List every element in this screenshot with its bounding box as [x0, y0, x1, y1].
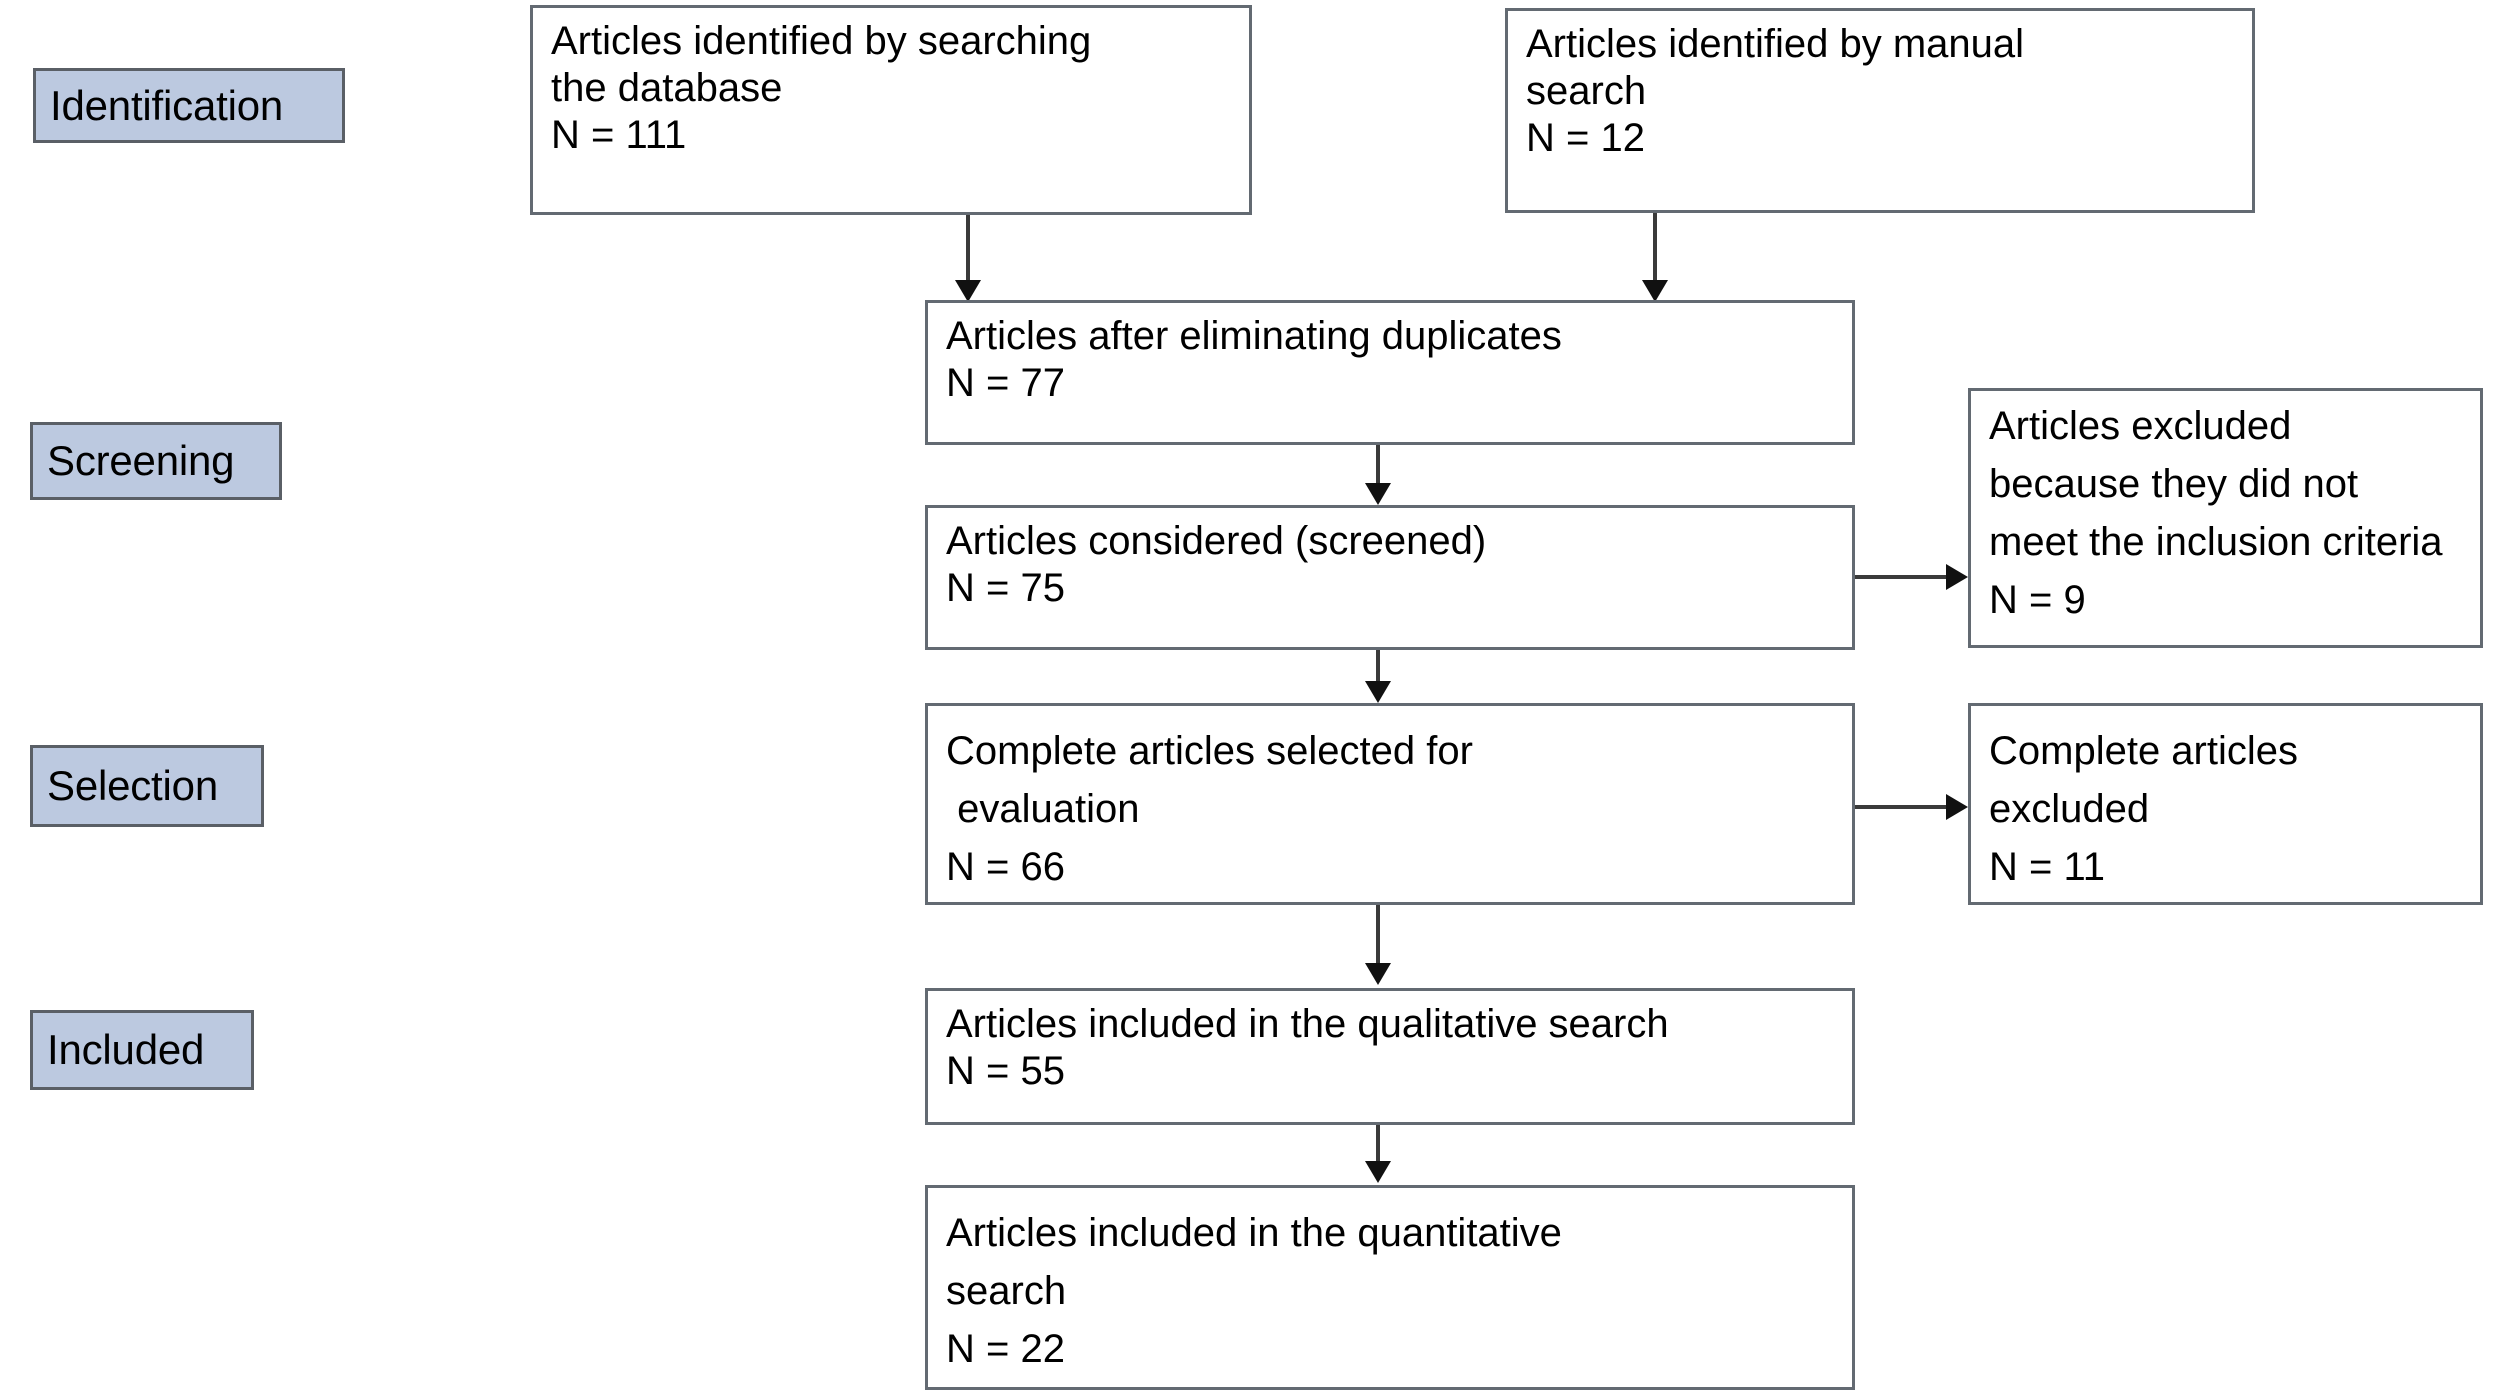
stage-label-selection: Selection	[30, 745, 264, 827]
box-qualitative: Articles included in the qualitative sea…	[925, 988, 1855, 1125]
box-full-text-excluded: Complete articles excluded N = 11	[1968, 703, 2483, 905]
box-full-text-assessed-line-1: Complete articles selected for	[946, 729, 1473, 773]
box-screened-count: N = 75	[946, 565, 1065, 610]
arrowhead-fulltext-to-excluded	[1946, 794, 1968, 820]
connector-qualitative-to-quantitative	[1376, 1125, 1380, 1163]
box-identified-manual-line-1: Articles identified by manual	[1526, 22, 2025, 66]
box-full-text-assessed-line-2: evaluation	[946, 787, 1140, 831]
connector-fulltext-to-excluded	[1855, 805, 1950, 809]
box-full-text-excluded-count: N = 11	[1989, 845, 2105, 889]
box-full-text-excluded-line-1: Complete articles	[1989, 729, 2299, 773]
connector-database-to-duplicates	[966, 215, 970, 283]
arrowhead-screened-to-excluded	[1946, 564, 1968, 590]
stage-label-included-text: Included	[47, 1026, 205, 1073]
box-qualitative-count: N = 55	[946, 1048, 1065, 1093]
box-quantitative-count: N = 22	[946, 1327, 1065, 1371]
stage-label-identification: Identification	[33, 68, 345, 143]
connector-fulltext-to-qualitative	[1376, 905, 1380, 965]
box-qualitative-line-1: Articles included in the qualitative sea…	[946, 1002, 1669, 1046]
arrowhead-duplicates-to-screened	[1365, 483, 1391, 505]
arrowhead-manual-to-duplicates	[1642, 280, 1668, 302]
arrowhead-fulltext-to-qualitative	[1365, 963, 1391, 985]
box-full-text-excluded-line-2: excluded	[1989, 787, 2150, 831]
box-identified-manual: Articles identified by manual search N =…	[1505, 8, 2255, 213]
connector-manual-to-duplicates	[1653, 213, 1657, 283]
box-quantitative: Articles included in the quantitative se…	[925, 1185, 1855, 1390]
connector-screened-to-excluded	[1855, 575, 1950, 579]
box-screened-line-1: Articles considered (screened)	[946, 519, 1487, 563]
box-identified-database-line-1: Articles identified by searching	[551, 19, 1092, 63]
box-screened: Articles considered (screened) N = 75	[925, 505, 1855, 650]
stage-label-selection-text: Selection	[47, 762, 218, 809]
arrowhead-database-to-duplicates	[955, 280, 981, 302]
stage-label-included: Included	[30, 1010, 254, 1090]
stage-label-screening-text: Screening	[47, 437, 235, 484]
stage-label-screening: Screening	[30, 422, 282, 500]
box-after-duplicates-count: N = 77	[946, 360, 1065, 405]
connector-screened-to-fulltext	[1376, 650, 1380, 684]
box-identified-manual-line-2: search	[1526, 68, 1647, 113]
box-quantitative-line-2: search	[946, 1269, 1067, 1313]
box-excluded-criteria: Articles excluded because they did not m…	[1968, 388, 2483, 648]
box-excluded-criteria-line-3: meet the inclusion criteria	[1989, 520, 2443, 564]
box-excluded-criteria-line-2: because they did not	[1989, 462, 2359, 506]
box-full-text-assessed: Complete articles selected for evaluatio…	[925, 703, 1855, 905]
connector-duplicates-to-screened	[1376, 445, 1380, 485]
box-identified-database-count: N = 111	[551, 112, 687, 157]
box-identified-manual-count: N = 12	[1526, 115, 1645, 160]
box-full-text-assessed-count: N = 66	[946, 845, 1065, 889]
box-identified-database: Articles identified by searching the dat…	[530, 5, 1252, 215]
box-quantitative-line-1: Articles included in the quantitative	[946, 1211, 1562, 1255]
box-after-duplicates: Articles after eliminating duplicates N …	[925, 300, 1855, 445]
arrowhead-qualitative-to-quantitative	[1365, 1161, 1391, 1183]
stage-label-identification-text: Identification	[50, 81, 284, 129]
box-identified-database-line-2: the database	[551, 65, 783, 110]
box-excluded-criteria-line-1: Articles excluded	[1989, 404, 2292, 448]
box-excluded-criteria-count: N = 9	[1989, 578, 2086, 622]
box-after-duplicates-line-1: Articles after eliminating duplicates	[946, 314, 1562, 358]
arrowhead-screened-to-fulltext	[1365, 681, 1391, 703]
